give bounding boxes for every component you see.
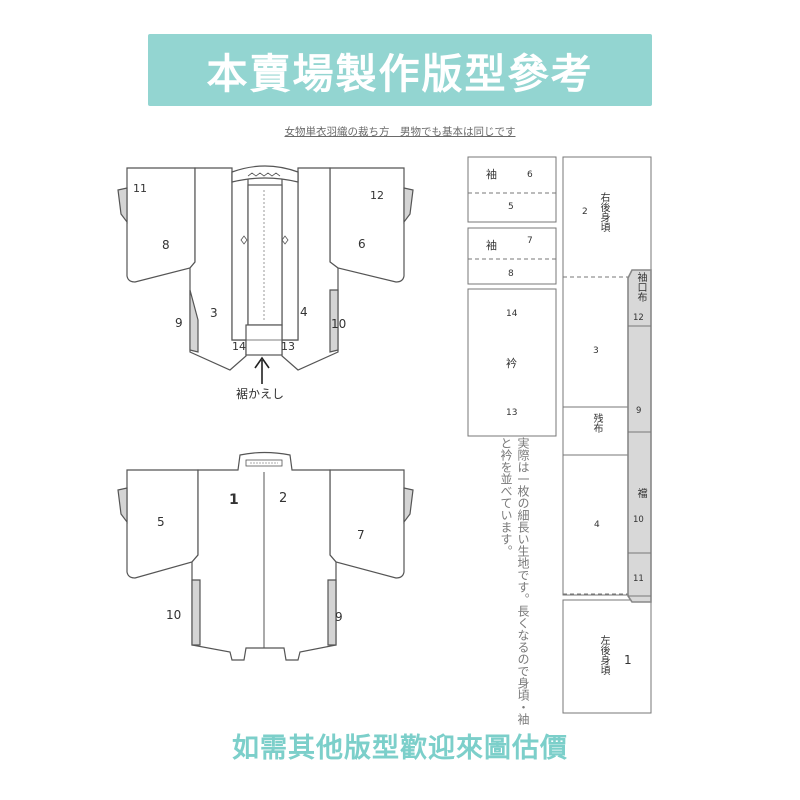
bottom-label-1: 1 — [229, 492, 239, 508]
hem-arrow — [254, 356, 270, 384]
layout-sleeve-b-num7: 7 — [527, 236, 533, 246]
bottom-label-5: 5 — [157, 515, 165, 529]
layout-collar — [467, 288, 557, 437]
bottom-label-9: 9 — [335, 610, 343, 624]
top-label-10: 10 — [331, 317, 346, 331]
title-banner: 本賣場製作版型參考 — [148, 34, 652, 106]
layout-right-back-num: 2 — [582, 207, 588, 217]
layout-collar-num13: 13 — [506, 408, 517, 418]
bottom-label-2: 2 — [279, 491, 287, 506]
bottom-label-10: 10 — [166, 608, 181, 622]
top-label-4: 4 — [300, 305, 308, 319]
layout-sleeve-a-num6: 6 — [527, 170, 533, 180]
bottom-right-gusset — [327, 579, 337, 646]
top-label-9: 9 — [175, 316, 183, 330]
layout-panel-3-num: 3 — [593, 346, 599, 356]
layout-cuff-num: 12 — [633, 313, 644, 323]
top-label-6: 6 — [358, 237, 366, 251]
top-neck-stitch — [247, 172, 281, 177]
top-label-11: 11 — [133, 182, 147, 195]
hem-note: 裾かえし — [236, 386, 284, 401]
footer-text: 如需其他版型歡迎來圖估價 — [232, 733, 568, 764]
top-garment — [117, 165, 414, 371]
top-left-gusset — [189, 289, 199, 353]
layout-panel-11-num: 11 — [633, 574, 644, 584]
layout-sleeve-b-name: 袖 — [486, 238, 497, 252]
top-right-collar — [281, 171, 299, 341]
top-label-14: 14 — [232, 340, 246, 353]
bottom-garment — [117, 451, 414, 661]
top-label-13: 13 — [281, 340, 295, 353]
layout-left-back-num: 1 — [624, 653, 632, 667]
top-label-3: 3 — [210, 306, 218, 320]
top-neck — [231, 165, 299, 183]
top-left-cuff — [117, 187, 128, 224]
top-right-sleeve — [329, 167, 405, 283]
layout-gusset-num: 10 — [633, 515, 644, 525]
top-right-cuff — [403, 187, 414, 224]
top-label-8: 8 — [162, 238, 170, 252]
layout-remnant — [562, 406, 629, 456]
layout-sleeve-b — [467, 227, 557, 285]
top-label-12: 12 — [370, 189, 384, 202]
bottom-right-sleeve — [329, 469, 405, 579]
layout-panel-4-num: 4 — [594, 520, 600, 530]
top-left-collar — [231, 171, 249, 341]
layout-left-back — [562, 599, 652, 714]
layout-cuff-name: 袖口布 — [635, 272, 646, 302]
layout-sleeve-a — [467, 156, 557, 223]
layout-right-back-name: 右後身頃 — [598, 192, 609, 232]
layout-sleeve-a-num5: 5 — [508, 202, 514, 212]
layout-note: 実際は一枚の細長い生地です。長くなるので身頃・袖と衿を並べています。 — [499, 437, 530, 725]
layout-remnant-name: 残布 — [591, 413, 602, 433]
layout-sleeve-b-num8: 8 — [508, 269, 514, 279]
layout-panel-9-num: 9 — [636, 406, 641, 416]
layout-gusset-name: 襠 — [635, 488, 646, 498]
layout-sleeve-a-name: 袖 — [486, 167, 497, 181]
layout-left-back-name: 左後身頃 — [598, 635, 609, 675]
layout-collar-num14: 14 — [506, 309, 518, 319]
banner-title: 本賣場製作版型參考 — [206, 50, 594, 98]
cutting-layout — [467, 156, 652, 714]
top-inner-lining — [247, 184, 283, 326]
layout-collar-name: 衿 — [506, 356, 517, 370]
top-right-gusset — [329, 289, 339, 353]
diagram-subtitle: 女物単衣羽織の裁ち方 男物でも基本は同じです — [284, 126, 516, 138]
bottom-left-gusset — [191, 579, 201, 646]
bottom-label-7: 7 — [357, 528, 365, 542]
